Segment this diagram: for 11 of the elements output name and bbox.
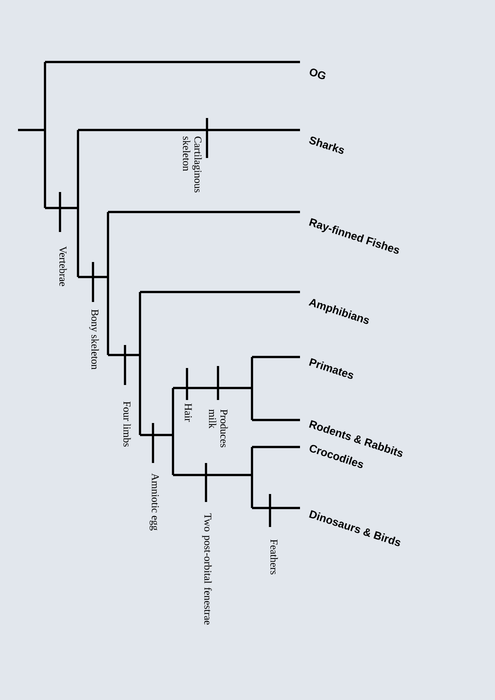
trait-label: Feathers: [270, 540, 278, 574]
taxon-label: OG: [310, 68, 326, 80]
trait-label: Two post-orbital fenestrae: [202, 513, 212, 625]
trait-label: Produces milk: [209, 409, 228, 448]
trait-label: Four limbs: [123, 402, 131, 447]
taxon-label: Sharks: [309, 136, 344, 154]
trait-label: Vertebrae: [59, 246, 67, 286]
trait-label: Cartilaginous skeleton: [182, 136, 202, 192]
trait-label: Amniotic egg: [150, 473, 159, 530]
trait-label: Bony skeleton: [89, 310, 99, 370]
trait-label: Hair: [184, 404, 192, 422]
